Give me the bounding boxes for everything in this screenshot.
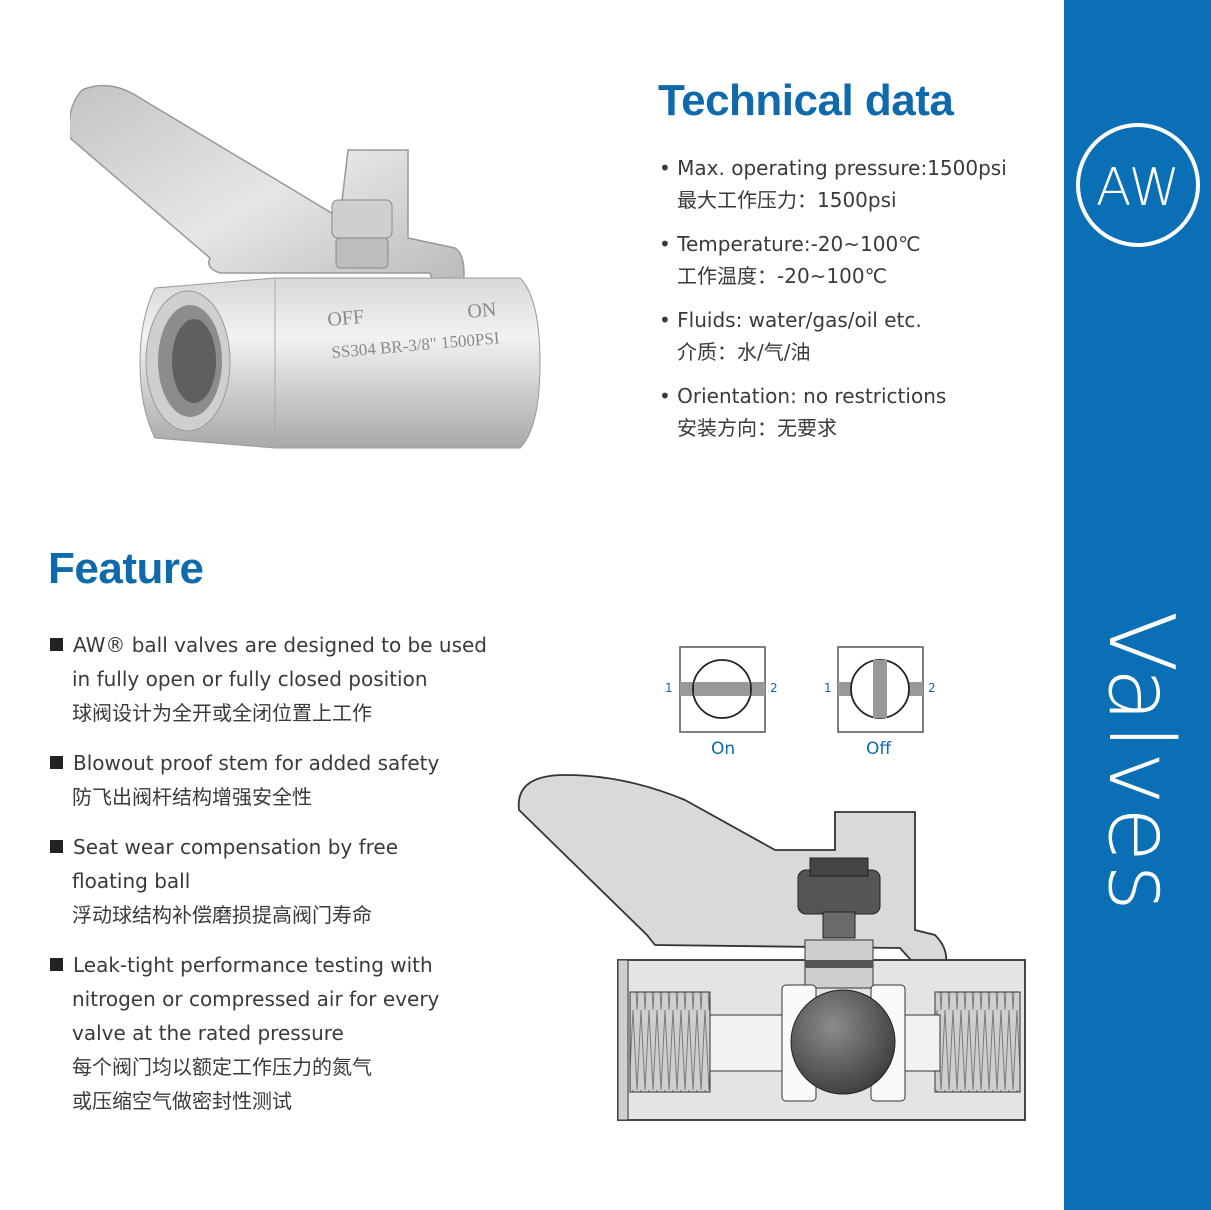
- feature-line: 球阀设计为全开或全闭位置上工作: [72, 701, 372, 725]
- feature-list: AW® ball valves are designed to be used …: [50, 628, 500, 1134]
- feature-line: valve at the rated pressure: [72, 1021, 344, 1045]
- feature-line: 防飞出阀杆结构增强安全性: [72, 785, 312, 809]
- tech-item-en: Orientation: no restrictions: [659, 384, 946, 408]
- tech-item-en: Temperature:-20~100℃: [659, 232, 921, 256]
- tech-item-zh: 工作温度：-20~100℃: [677, 264, 888, 288]
- tech-item-fluids: Fluids: water/gas/oil etc. 介质：水/气/油: [659, 304, 1059, 368]
- valve-product-photo: OFF ON SS304 BR-3/8" 1500PSI: [70, 84, 541, 449]
- feature-line: in fully open or fully closed position: [72, 667, 428, 691]
- feature-line: Blowout proof stem for added safety: [73, 751, 440, 775]
- tech-item-orientation: Orientation: no restrictions 安装方向：无要求: [659, 380, 1059, 444]
- tech-item-zh: 介质：水/气/油: [677, 340, 811, 364]
- valve-off-schematic: [837, 646, 924, 733]
- feature-line: Leak-tight performance testing with: [73, 953, 433, 977]
- sidebar-title: Valves: [1085, 611, 1195, 913]
- off-label: Off: [866, 739, 892, 759]
- marking-on: ON: [467, 299, 498, 323]
- port-label: 1: [665, 681, 673, 695]
- square-bullet-icon: [50, 958, 63, 971]
- technical-data-heading: Technical data: [658, 76, 954, 125]
- port-label: 1: [824, 681, 832, 695]
- square-bullet-icon: [50, 638, 63, 651]
- feature-line: 每个阀门均以额定工作压力的氮气: [72, 1055, 372, 1079]
- square-bullet-icon: [50, 840, 63, 853]
- tech-item-zh: 最大工作压力：1500psi: [677, 188, 897, 212]
- tech-item-en: Fluids: water/gas/oil etc.: [659, 308, 922, 332]
- feature-line: Seat wear compensation by free: [73, 835, 399, 859]
- sidebar-title-text: Valves: [1088, 610, 1193, 914]
- feature-item: Blowout proof stem for added safety 防飞出阀…: [50, 746, 500, 814]
- feature-line: 浮动球结构补偿磨损提高阀门寿命: [72, 903, 372, 927]
- port-label: 2: [770, 681, 778, 695]
- feature-line: nitrogen or compressed air for every: [72, 987, 440, 1011]
- valve-cutaway-illustration: [517, 774, 1026, 1121]
- tech-item-temperature: Temperature:-20~100℃ 工作温度：-20~100℃: [659, 228, 1059, 292]
- feature-item: AW® ball valves are designed to be used …: [50, 628, 500, 730]
- tech-item-en: Max. operating pressure:1500psi: [659, 156, 1007, 180]
- feature-line: floating ball: [72, 869, 191, 893]
- valve-on-schematic: [679, 646, 766, 733]
- sidebar: AW: [1064, 0, 1211, 1210]
- marking-off: OFF: [327, 306, 365, 331]
- tech-item-pressure: Max. operating pressure:1500psi 最大工作压力：1…: [659, 152, 1059, 216]
- technical-data-list: Max. operating pressure:1500psi 最大工作压力：1…: [659, 152, 1059, 456]
- tech-item-zh: 安装方向：无要求: [677, 416, 837, 440]
- feature-line: AW® ball valves are designed to be used: [73, 633, 488, 657]
- feature-line: 或压缩空气做密封性测试: [72, 1089, 292, 1113]
- square-bullet-icon: [50, 756, 63, 769]
- feature-item: Seat wear compensation by free floating …: [50, 830, 500, 932]
- feature-item: Leak-tight performance testing with nitr…: [50, 948, 500, 1118]
- port-label: 2: [928, 681, 936, 695]
- feature-heading: Feature: [48, 544, 204, 593]
- aw-logo-icon: AW: [1076, 123, 1200, 247]
- on-label: On: [711, 739, 736, 759]
- logo-text: AW: [1096, 158, 1180, 218]
